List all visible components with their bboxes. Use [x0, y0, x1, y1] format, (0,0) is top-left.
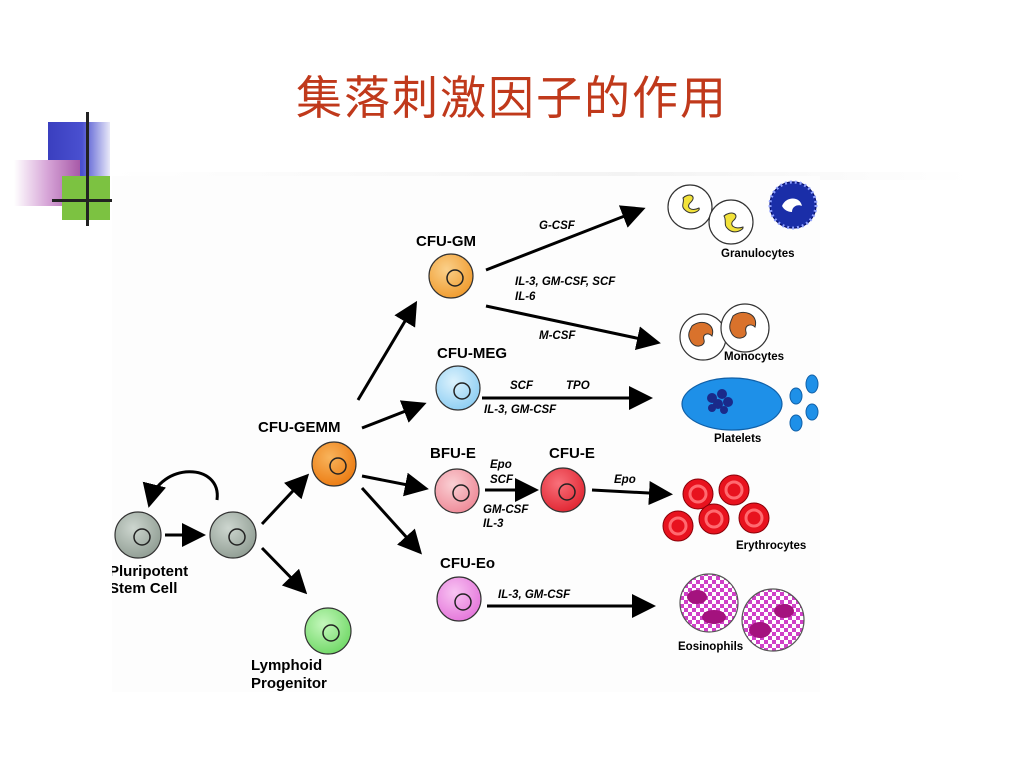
- label-cfu-gm: CFU-GM: [416, 233, 476, 250]
- factor-m-csf: M-CSF: [539, 330, 576, 342]
- erythrocyte-cells: [662, 474, 770, 542]
- factor-eo: IL-3, GM-CSF: [498, 589, 571, 601]
- label-lymphoid-line2: Progenitor: [251, 675, 327, 692]
- cfu-gemm-cell: [311, 441, 357, 487]
- label-cfu-e: CFU-E: [549, 445, 595, 462]
- cfu-eo-cell: [436, 576, 482, 622]
- decorative-horizontal-line: [52, 199, 112, 202]
- label-granulocytes: Granulocytes: [721, 248, 795, 260]
- cfu-e-cell: [540, 467, 586, 513]
- label-erythrocytes: Erythrocytes: [736, 540, 806, 552]
- arrow-to-granulocytes: [485, 205, 646, 272]
- factor-il-3: IL-3: [483, 518, 504, 530]
- arrow-to-bfu-e: [361, 472, 429, 497]
- label-monocytes: Monocytes: [724, 351, 784, 363]
- self-renewal-arrow: [142, 470, 219, 508]
- eosinophil-cells: [679, 573, 805, 652]
- label-eosinophils: Eosinophils: [678, 641, 743, 653]
- decorative-vertical-line: [86, 112, 89, 226]
- factor-gm-line1: IL-3, GM-CSF, SCF: [515, 276, 616, 288]
- label-stem-line2: Stem Cell: [112, 580, 177, 597]
- arrow-to-gemm: [260, 473, 310, 526]
- arrow-to-cfu-meg: [361, 400, 427, 430]
- granulocyte-cells: [667, 180, 818, 245]
- factor-g-csf: G-CSF: [539, 220, 576, 232]
- arrows: [142, 205, 673, 618]
- factor-bfu-scf: SCF: [490, 474, 514, 486]
- factor-cfue-epo: Epo: [614, 474, 636, 486]
- cfu-meg-cell: [435, 365, 481, 411]
- slide-title: 集落刺激因子的作用: [296, 71, 728, 125]
- stem-cell-left: [114, 511, 162, 559]
- factor-epo: Epo: [490, 459, 512, 471]
- label-cfu-meg: CFU-MEG: [437, 345, 507, 362]
- diagram-panel: CFU-GM CFU-MEG CFU-GEMM BFU-E CFU-E CFU-…: [112, 176, 820, 692]
- label-platelets: Platelets: [714, 433, 761, 445]
- factor-scf: SCF: [510, 380, 534, 392]
- factor-gm-line2: IL-6: [515, 291, 536, 303]
- arrow-to-lymphoid: [260, 546, 308, 595]
- factor-tpo: TPO: [566, 380, 590, 392]
- label-lymphoid-line1: Lymphoid: [251, 657, 322, 674]
- arrow-to-cfu-eo: [360, 486, 423, 555]
- label-cfu-eo: CFU-Eo: [440, 555, 495, 572]
- stem-cell-right: [209, 511, 257, 559]
- arrow-to-monocytes: [485, 304, 661, 350]
- factor-meg-line2: IL-3, GM-CSF: [484, 404, 557, 416]
- bfu-e-cell: [434, 468, 480, 514]
- arrow-to-cfu-gm: [356, 300, 418, 401]
- monocyte-cells: [679, 303, 770, 361]
- label-stem-line1: Pluripotent: [112, 563, 188, 580]
- lymphoid-progenitor-cell: [304, 607, 352, 655]
- label-cfu-gemm: CFU-GEMM: [258, 419, 341, 436]
- label-bfu-e: BFU-E: [430, 445, 476, 462]
- arrow-to-erythrocytes: [591, 481, 673, 506]
- factor-gm-csf: GM-CSF: [483, 504, 529, 516]
- cfu-gm-cell: [428, 253, 474, 299]
- hematopoiesis-diagram: CFU-GM CFU-MEG CFU-GEMM BFU-E CFU-E CFU-…: [112, 180, 819, 692]
- platelet-cells: [681, 374, 819, 432]
